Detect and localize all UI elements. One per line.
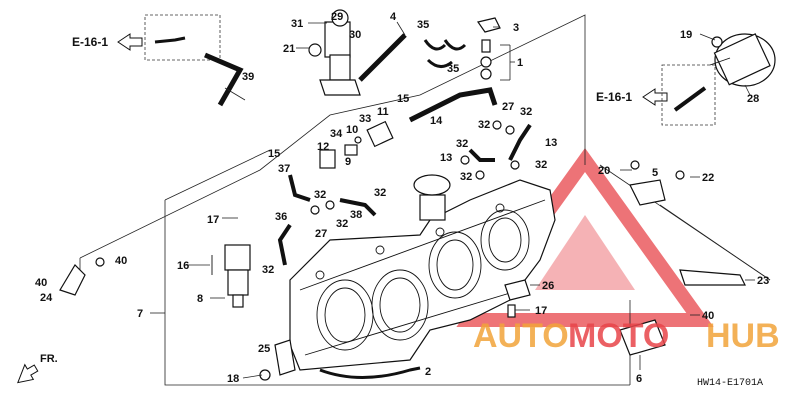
callout-8: 8 <box>197 293 203 305</box>
small-hoses <box>277 120 532 266</box>
diagram-code: HW14-E1701A <box>697 378 763 389</box>
callout-32h: 32 <box>336 218 348 230</box>
callout-39: 39 <box>242 71 254 83</box>
callout-13a: 13 <box>545 137 557 149</box>
watermark-part-2: MOTO <box>568 317 669 355</box>
callout-9: 9 <box>345 156 351 168</box>
ref-label-left: E-16-1 <box>72 35 108 49</box>
callout-34: 34 <box>330 128 343 140</box>
callout-28: 28 <box>747 93 759 105</box>
callout-27b: 27 <box>315 228 327 240</box>
iacv-assembly <box>319 120 394 169</box>
callout-32f: 32 <box>314 189 326 201</box>
callout-40c: 40 <box>702 310 714 322</box>
callout-23: 23 <box>757 275 769 287</box>
callout-17b: 17 <box>535 305 547 317</box>
callout-40a: 40 <box>115 255 127 267</box>
callout-38: 38 <box>350 209 362 221</box>
callout-1: 1 <box>517 57 523 69</box>
sensor-8 <box>211 244 251 308</box>
callout-32b: 32 <box>478 119 490 131</box>
watermark-logo: AUTO MOTO HUB <box>473 317 780 355</box>
callout-32g: 32 <box>374 187 386 199</box>
ref-arrow-right <box>642 64 716 126</box>
callout-14: 14 <box>430 115 443 127</box>
callout-31: 31 <box>291 18 303 30</box>
callout-32c: 32 <box>456 138 468 150</box>
callout-27a: 27 <box>502 101 514 113</box>
bracket-6 <box>619 319 666 356</box>
bracket-23 <box>679 269 746 286</box>
callout-3: 3 <box>513 22 519 34</box>
callout-10: 10 <box>346 124 358 136</box>
callout-40b: 40 <box>35 277 47 289</box>
callout-32i: 32 <box>262 264 274 276</box>
callout-22: 22 <box>702 172 714 184</box>
callout-30: 30 <box>349 29 361 41</box>
fuel-pulsation-damper <box>308 9 407 96</box>
callout-32d: 32 <box>535 159 547 171</box>
callout-15a: 15 <box>397 93 409 105</box>
callout-26: 26 <box>542 280 554 292</box>
callout-37: 37 <box>278 163 290 175</box>
callout-17a: 17 <box>207 214 219 226</box>
watermark-part-3: HUB <box>706 317 780 355</box>
ref-label-right: E-16-1 <box>596 90 632 104</box>
canister-28 <box>709 33 776 87</box>
callout-13b: 13 <box>440 152 452 164</box>
screw-stack-1 <box>477 17 501 80</box>
callout-2: 2 <box>425 366 431 378</box>
callout-labels: 31 29 30 21 4 35 35 3 1 39 19 28 15 11 3… <box>35 11 769 385</box>
callout-4: 4 <box>390 11 397 23</box>
bracket-26 <box>504 279 531 318</box>
callout-33: 33 <box>359 113 371 125</box>
bracket-5 <box>629 160 685 206</box>
callout-29: 29 <box>331 11 343 23</box>
direction-label: FR. <box>40 353 58 365</box>
leader-lines <box>185 21 755 379</box>
front-direction-indicator: FR. <box>17 353 58 384</box>
callout-16: 16 <box>177 260 189 272</box>
callout-24: 24 <box>40 292 53 304</box>
callout-18: 18 <box>227 373 239 385</box>
hose-2 <box>319 366 421 379</box>
ref-arrow-left <box>117 33 143 51</box>
callout-35b: 35 <box>447 63 459 75</box>
hose-14 <box>408 87 498 123</box>
hose-39-box <box>144 14 244 107</box>
callout-5: 5 <box>652 167 658 179</box>
callout-35a: 35 <box>417 19 429 31</box>
callout-32a: 32 <box>520 106 532 118</box>
callout-12: 12 <box>317 141 329 153</box>
clips-35 <box>423 39 467 68</box>
callout-36: 36 <box>275 211 287 223</box>
callout-20: 20 <box>598 165 610 177</box>
bracket-24 <box>59 257 105 296</box>
callout-11: 11 <box>377 106 389 118</box>
callout-7: 7 <box>137 308 143 320</box>
callout-19: 19 <box>680 29 692 41</box>
callout-21: 21 <box>283 43 295 55</box>
callout-15b: 15 <box>268 148 280 160</box>
callout-25: 25 <box>258 343 270 355</box>
bracket-25 <box>259 339 296 381</box>
watermark-part-1: AUTO <box>473 317 569 355</box>
throttle-body <box>289 174 556 371</box>
callout-6: 6 <box>636 373 642 385</box>
callout-32e: 32 <box>460 171 472 183</box>
